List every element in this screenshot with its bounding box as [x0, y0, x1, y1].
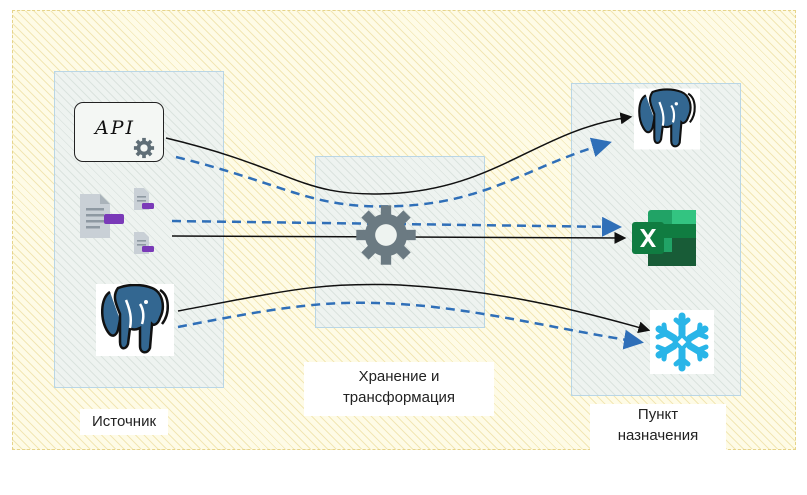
flow-api-to-postgres-dashed	[175, 137, 612, 208]
api-gear-icon	[133, 137, 155, 159]
api-label: API	[95, 117, 136, 139]
flow-postgres-to-snowflake-dashed	[177, 301, 644, 350]
api-source-box: API	[74, 102, 164, 162]
flow-api-to-postgres-solid	[165, 112, 633, 195]
source-label: Источник	[80, 409, 168, 435]
excel-icon	[632, 210, 696, 266]
document-files-icon	[80, 188, 154, 254]
snowflake-icon	[650, 310, 714, 374]
storage-transform-label: Хранение и трансформация	[304, 362, 494, 416]
flow-postgres-to-snowflake-solid	[177, 283, 651, 334]
gear-icon	[356, 205, 416, 265]
postgresql-elephant-icon	[96, 284, 174, 356]
destination-label: Пункт назначения	[590, 404, 726, 450]
postgresql-elephant-icon	[634, 88, 700, 150]
